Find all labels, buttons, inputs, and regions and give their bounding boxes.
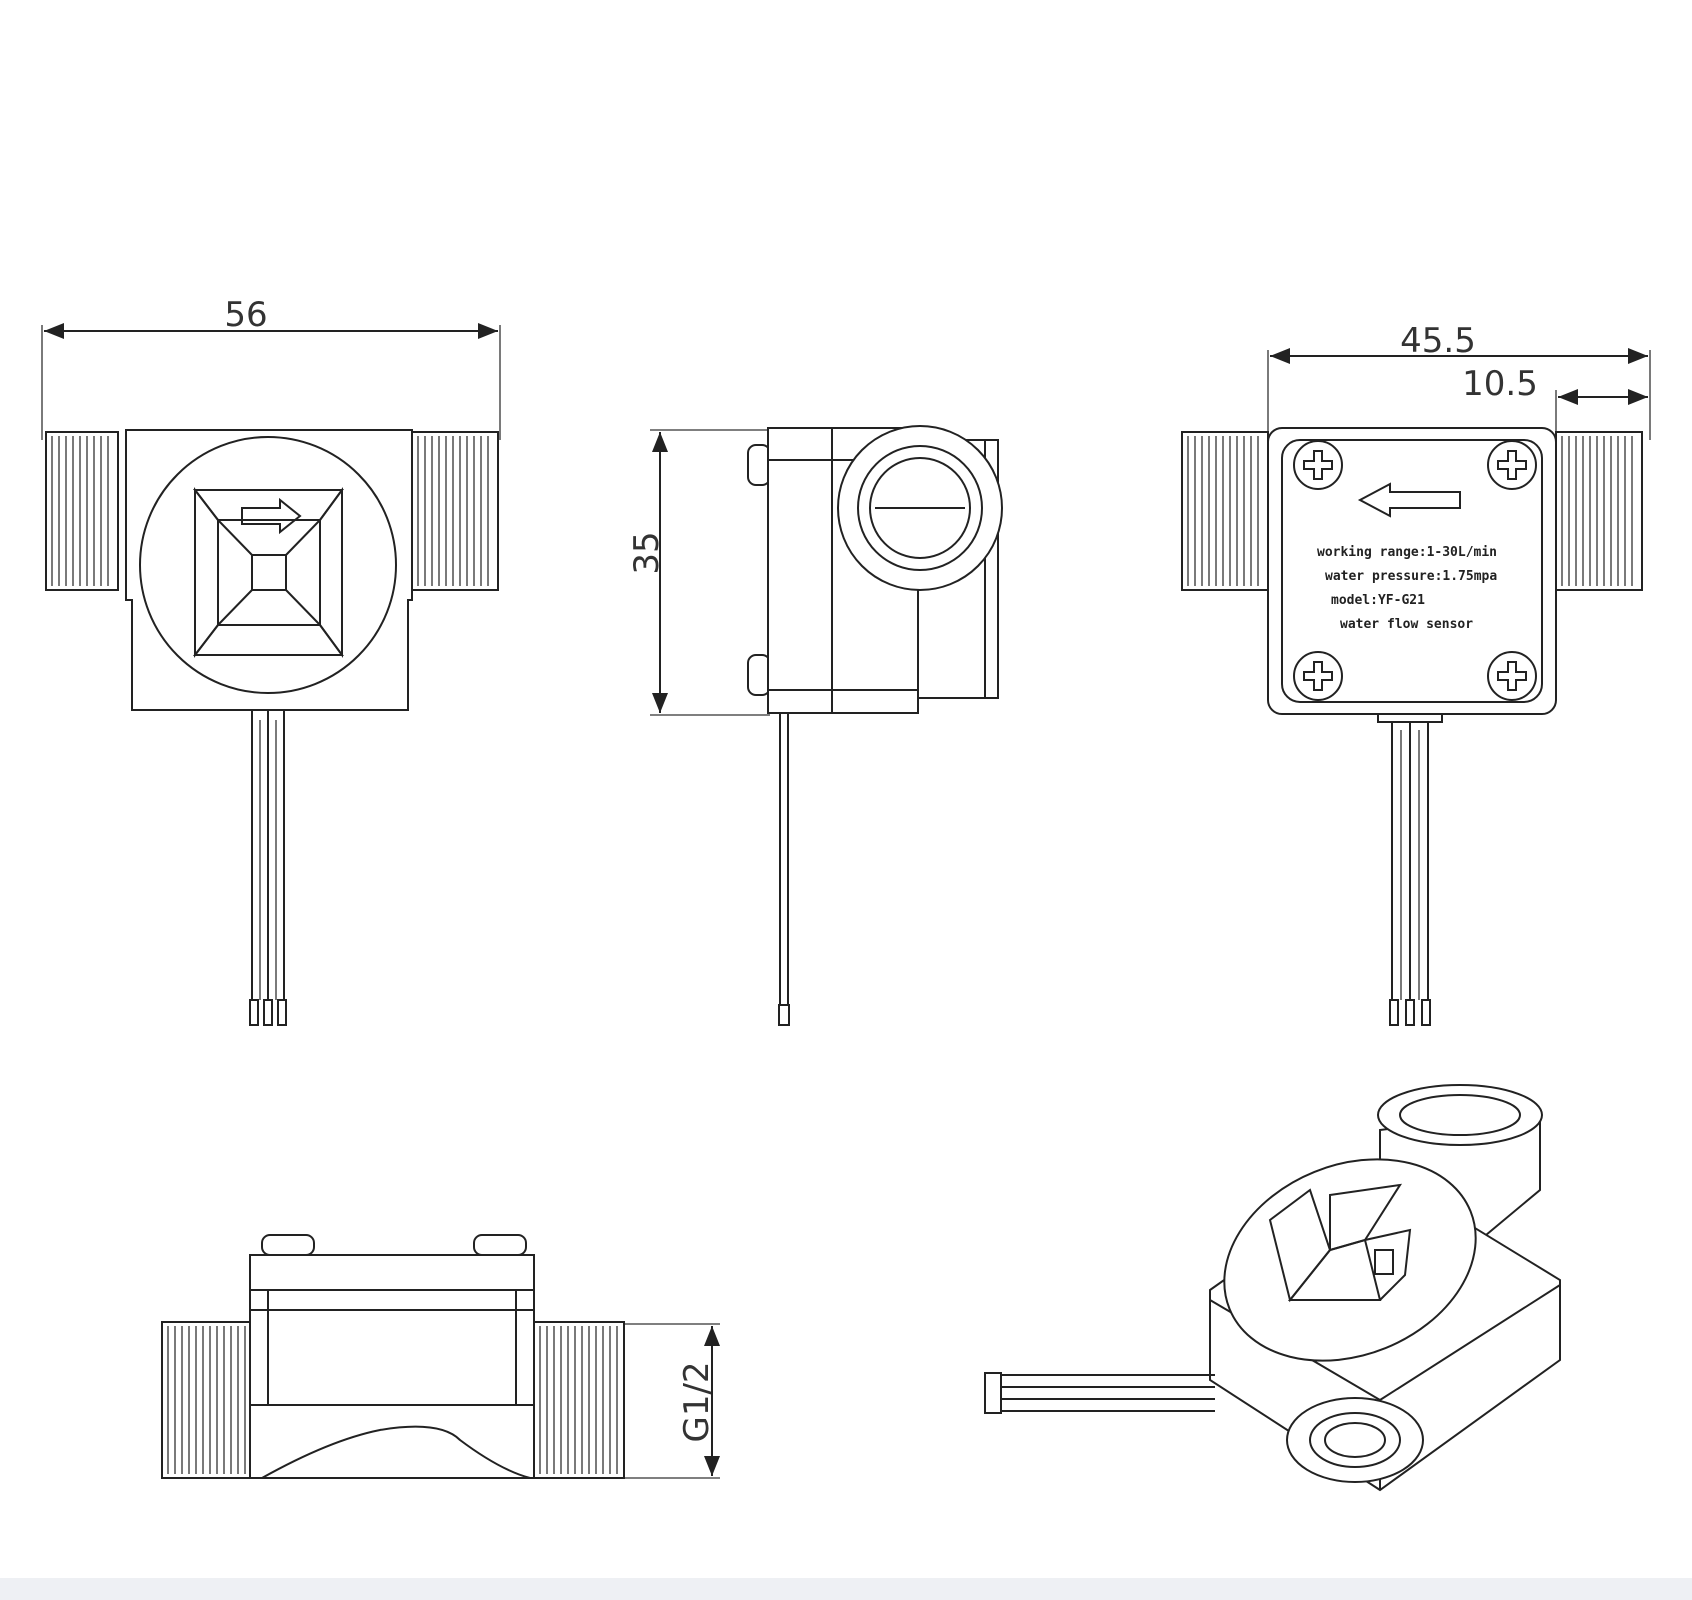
label-line-4: water flow sensor <box>1340 617 1473 632</box>
screw-icon <box>1487 440 1537 490</box>
isometric-view <box>984 1084 1561 1492</box>
dim-45-5-label: 45.5 <box>1400 321 1476 361</box>
bottom-strip <box>0 1578 1692 1600</box>
screw-icon <box>1293 440 1343 490</box>
screw-cross-icon <box>1497 661 1527 691</box>
front-view: 56 <box>41 295 501 1026</box>
side-view: 35 <box>627 425 1003 1026</box>
label-line-2: water pressure:1.75mpa <box>1325 569 1497 584</box>
screw-cross-icon <box>1497 450 1527 480</box>
bottom-view: G1/2 <box>161 1234 720 1479</box>
back-view: 45.5 10.5 working range:1-30L/min water … <box>1181 321 1651 1026</box>
label-line-3: model:YF-G21 <box>1331 593 1425 608</box>
screw-icon <box>1293 651 1343 701</box>
dim-10-5-label: 10.5 <box>1462 364 1538 404</box>
dim-35-label: 35 <box>627 531 667 574</box>
dim-thread-label: G1/2 <box>677 1361 717 1442</box>
screw-cross-icon <box>1303 661 1333 691</box>
screw-cross-icon <box>1303 450 1333 480</box>
label-line-1: working range:1-30L/min <box>1317 545 1497 560</box>
screw-icon <box>1487 651 1537 701</box>
dim-56-label: 56 <box>224 295 267 335</box>
